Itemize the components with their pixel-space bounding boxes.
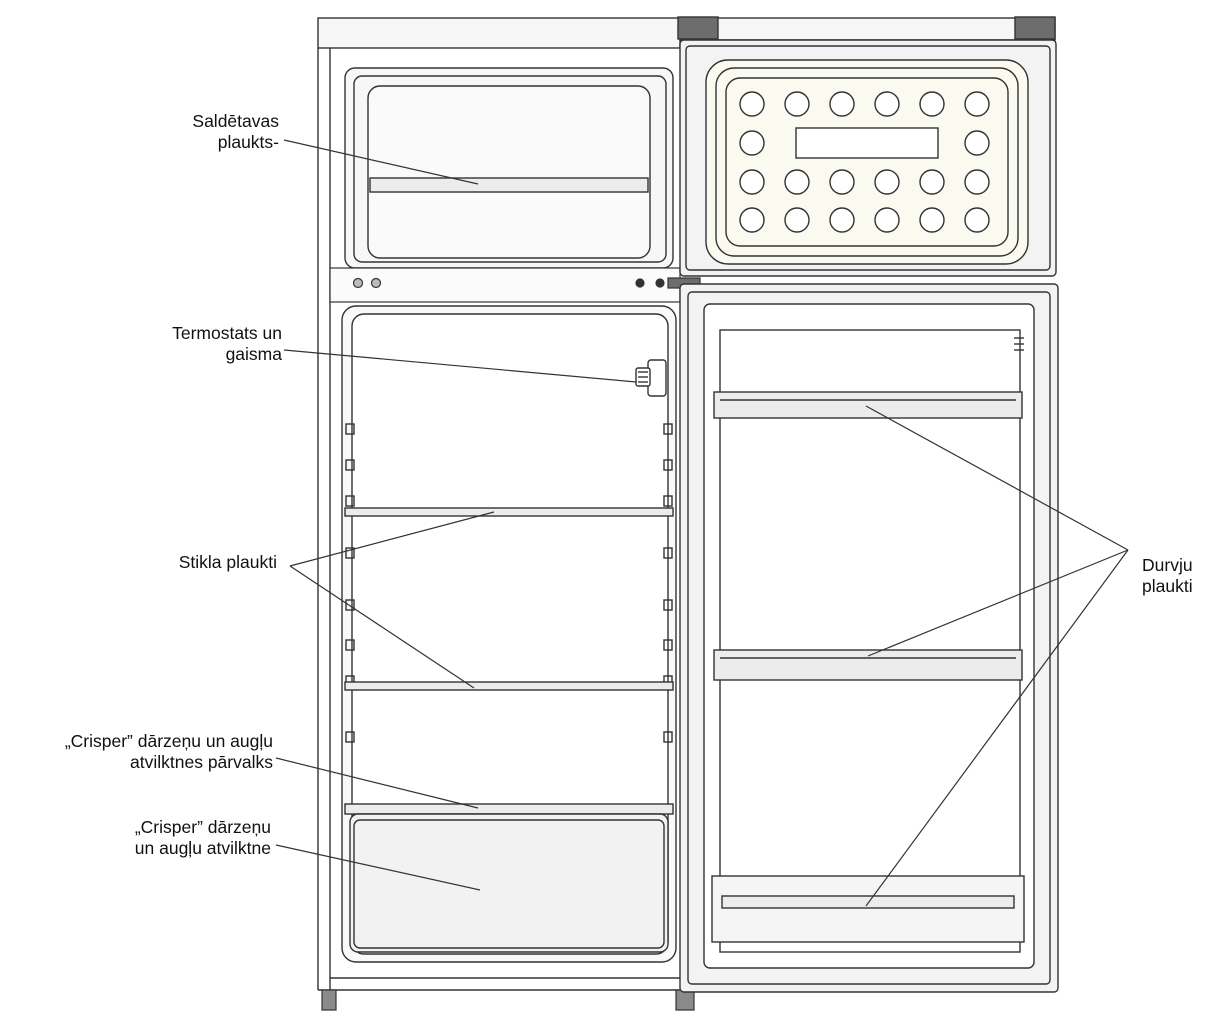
fridge-door — [679, 283, 1059, 993]
control-button-icon — [919, 207, 945, 233]
leader-freezer-shelf — [283, 139, 479, 185]
left-shelf-supports — [345, 423, 355, 743]
label-freezer-shelf-line2: plaukts- — [217, 132, 279, 152]
crisper-cover — [344, 803, 674, 815]
leader-crisper-drawer — [275, 844, 481, 891]
leader-glass-shelf-2 — [289, 565, 475, 689]
feet — [321, 989, 695, 1011]
freezer-shelf — [369, 177, 649, 193]
control-button-icon — [874, 91, 900, 117]
control-button-icon — [964, 91, 990, 117]
control-button-icon — [964, 207, 990, 233]
control-button-icon — [739, 130, 765, 156]
control-button-icon — [784, 91, 810, 117]
leader-thermostat — [283, 349, 637, 383]
label-crisper-drawer-line1: „Crisper” dārzeņu — [134, 817, 271, 837]
hinge-pin-2 — [655, 278, 665, 288]
foot-left — [321, 989, 337, 1011]
label-glass-shelves: Stikla plaukti — [179, 552, 277, 573]
label-crisper-drawer-line2: un augļu atvilktne — [134, 838, 271, 858]
control-strip — [329, 267, 701, 303]
control-button-icon — [829, 91, 855, 117]
leader-glass-shelf-1 — [289, 511, 495, 567]
right-shelf-supports — [663, 423, 673, 743]
door-shelf-3 — [711, 875, 1025, 943]
label-thermostat-line1: Termostats un — [172, 323, 282, 343]
label-crisper-cover: „Crisper” dārzeņu un augļu atvilktnes pā… — [65, 731, 273, 773]
control-button-icon — [739, 207, 765, 233]
glass-shelf-2 — [344, 681, 674, 691]
control-button-icon — [964, 169, 990, 195]
control-button-icon — [739, 169, 765, 195]
fridge-compartment — [341, 305, 677, 963]
crisper-drawer — [349, 813, 669, 953]
indicator-light-1 — [352, 277, 364, 289]
hinge-pin-1 — [635, 278, 645, 288]
foot-right — [675, 989, 695, 1011]
top-cover-right — [679, 17, 1056, 41]
door-shelf-2 — [713, 649, 1023, 681]
label-glass-shelves-line1: Stikla plaukti — [178, 552, 277, 572]
door-shelf-1 — [713, 391, 1023, 419]
label-door-shelves-line1: Durvju — [1142, 555, 1193, 575]
label-crisper-cover-line2: atvilktnes pārvalks — [130, 752, 273, 772]
egg-tray-icon — [739, 91, 990, 233]
top-cover — [317, 17, 681, 49]
label-freezer-shelf: Saldētavas plaukts- — [192, 111, 279, 153]
leader-crisper-cover — [275, 757, 479, 809]
control-button-icon — [829, 207, 855, 233]
control-button-icon — [964, 130, 990, 156]
label-thermostat: Termostats un gaisma — [172, 323, 282, 365]
label-door-shelves-line2: plaukti — [1142, 576, 1193, 596]
label-freezer-shelf-line1: Saldētavas — [192, 111, 279, 131]
control-button-icon — [784, 169, 810, 195]
label-door-shelves: Durvju plaukti — [1142, 555, 1193, 597]
control-button-icon — [919, 91, 945, 117]
cabinet-body — [317, 16, 1056, 991]
label-thermostat-line2: gaisma — [225, 344, 282, 364]
hinge-top-left — [677, 16, 719, 40]
leader-lines — [275, 139, 1129, 907]
leader-door-shelf-3 — [865, 549, 1129, 907]
control-button-icon — [874, 169, 900, 195]
thermostat-knob-icon — [635, 359, 667, 397]
control-button-icon — [784, 207, 810, 233]
label-crisper-drawer: „Crisper” dārzeņu un augļu atvilktne — [135, 817, 271, 859]
leader-door-shelf-1 — [865, 405, 1129, 551]
freezer-compartment — [344, 67, 674, 269]
leader-door-shelf-2 — [867, 549, 1129, 657]
freezer-door-display — [795, 127, 939, 159]
indicator-light-2 — [370, 277, 382, 289]
control-button-icon — [829, 169, 855, 195]
glass-shelf-1 — [344, 507, 674, 517]
control-button-icon — [874, 207, 900, 233]
freezer-door — [679, 39, 1057, 277]
control-button-icon — [919, 169, 945, 195]
control-button-icon — [739, 91, 765, 117]
label-crisper-cover-line1: „Crisper” dārzeņu un augļu — [64, 731, 273, 751]
hinge-top-right — [1014, 16, 1056, 40]
